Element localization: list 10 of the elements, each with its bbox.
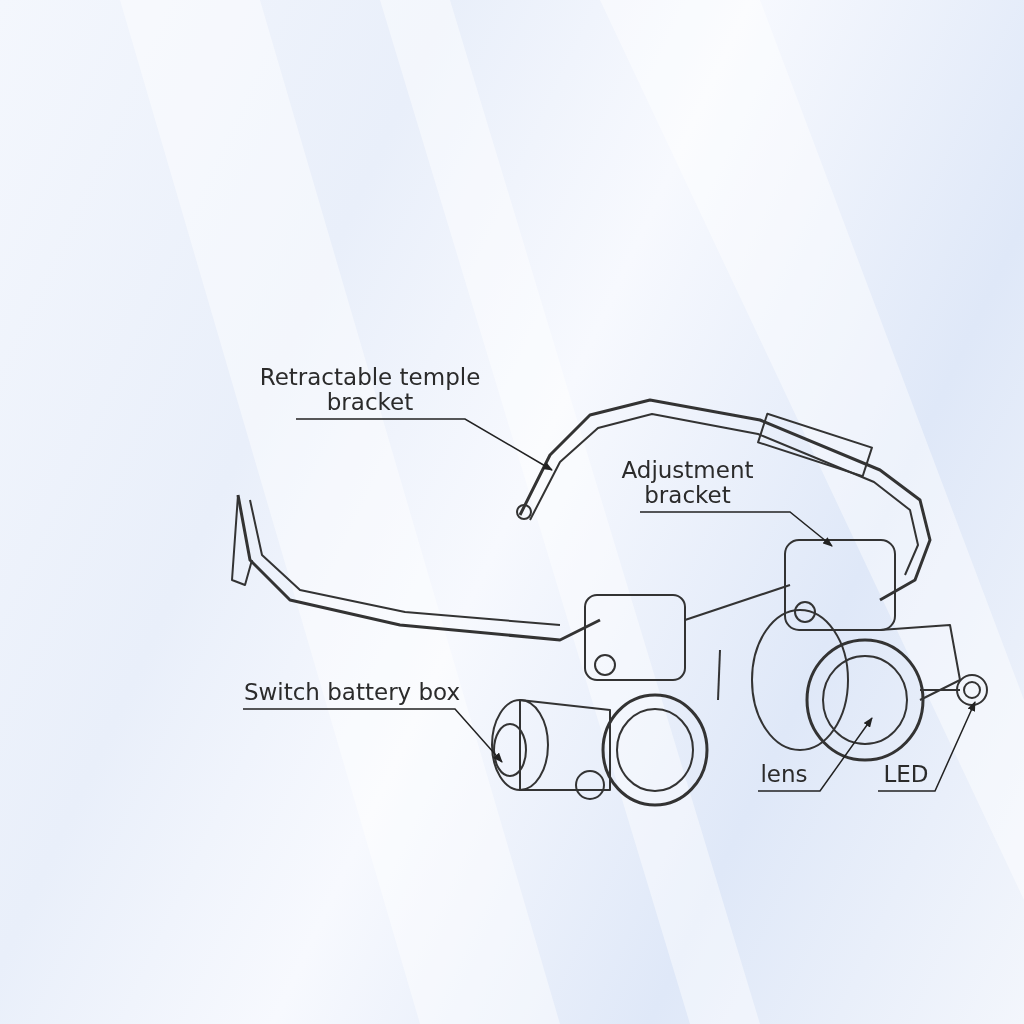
leader-line: [757, 717, 873, 792]
callout-label: Switch battery box: [236, 680, 468, 705]
callout-label: Retractable temple bracket: [250, 365, 490, 415]
leader-line: [295, 418, 553, 471]
leader-line: [639, 511, 833, 547]
leader-line: [877, 701, 976, 792]
leader-line: [242, 708, 503, 763]
callout-label: lens: [755, 762, 813, 787]
callout-label: Adjustment bracket: [605, 458, 770, 508]
callout-label: LED: [876, 762, 936, 787]
